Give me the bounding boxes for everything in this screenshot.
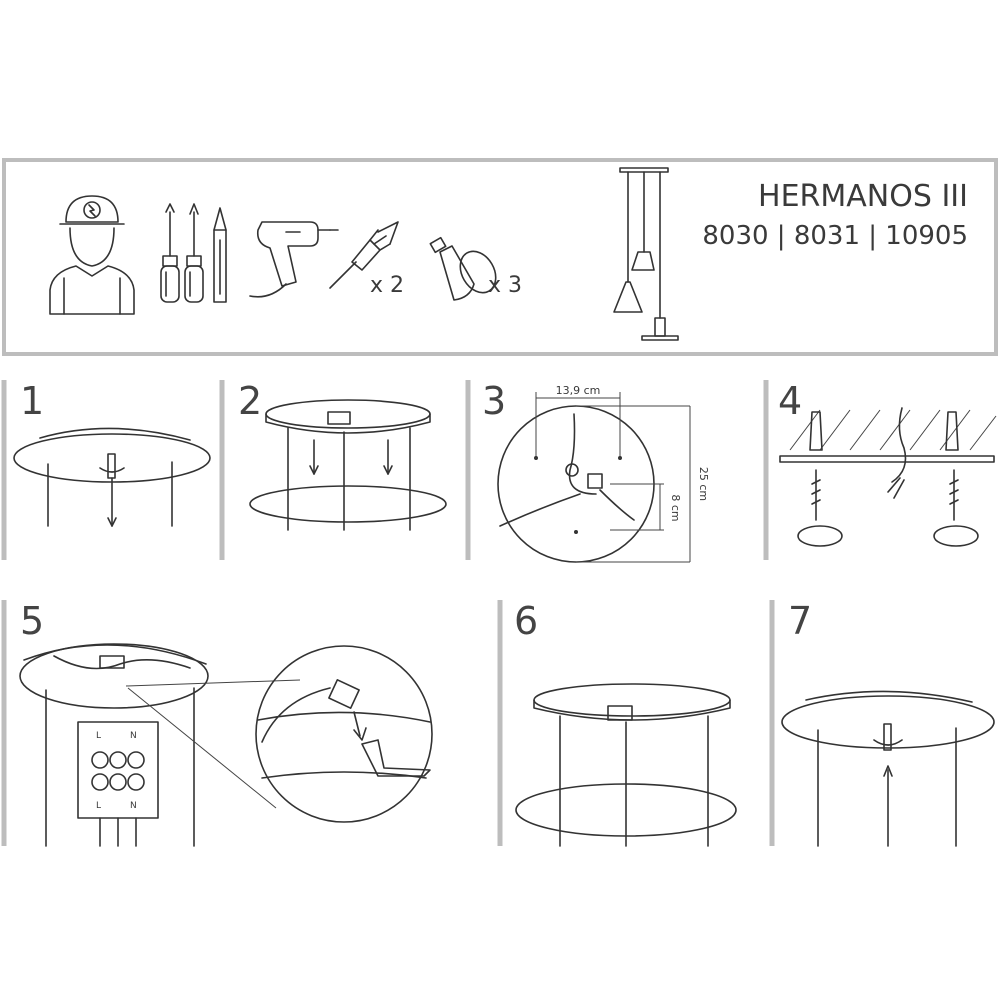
drill-icon [249,221,339,298]
product-title: HERMANOS III [758,179,968,214]
bulb-quantity: x 3 [488,273,522,298]
step-7-illustration [781,690,995,847]
step-number-7: 7 [788,599,812,643]
rotate-arrow-icon [933,525,979,547]
gu10-bulb-icon [429,236,497,301]
ceiling-hatching [789,409,997,451]
step-6-illustration [515,683,737,847]
dimension-height: 8 cm [669,494,682,521]
pendant-lamp-icon [613,167,679,341]
step-2-illustration [249,399,447,531]
step-number-5: 5 [20,599,44,643]
dimension-diameter: 25 cm [697,467,710,501]
step-1-illustration [13,427,211,527]
screwdriver-flat-icon [160,203,180,303]
terminal-label-n-top: N [130,731,137,741]
step-number-2: 2 [238,379,262,423]
step-5-illustration: L N L N [19,643,433,847]
rotate-arrow-icon [797,525,843,547]
terminal-label-l-bottom: L [96,801,101,811]
terminal-label-l-top: L [96,731,101,741]
voltage-tester-icon [213,207,227,303]
terminal-label-n-bottom: N [130,801,137,811]
step-number-1: 1 [20,379,44,423]
header-frame [2,158,998,356]
electrician-icon [49,195,135,315]
detail-zoom-circle [255,645,433,823]
screwdriver-phillips-icon [184,203,204,303]
header-panel: x 2 x 3 HERMANOS III 8030 | 8031 | 10905 [2,158,998,356]
product-codes: 8030 | 8031 | 10905 [702,221,968,251]
step-number-6: 6 [514,599,538,643]
step-3-illustration: 13,9 cm 25 cm 8 cm [497,384,710,563]
dimension-distance: 13,9 cm [556,384,601,397]
dowel-quantity: x 2 [370,273,404,298]
step-number-3: 3 [482,379,506,423]
wall-plug-screw-icon [329,221,399,289]
step-number-4: 4 [778,379,802,423]
step-4-illustration [779,407,997,547]
terminal-block-zoom [77,721,159,819]
